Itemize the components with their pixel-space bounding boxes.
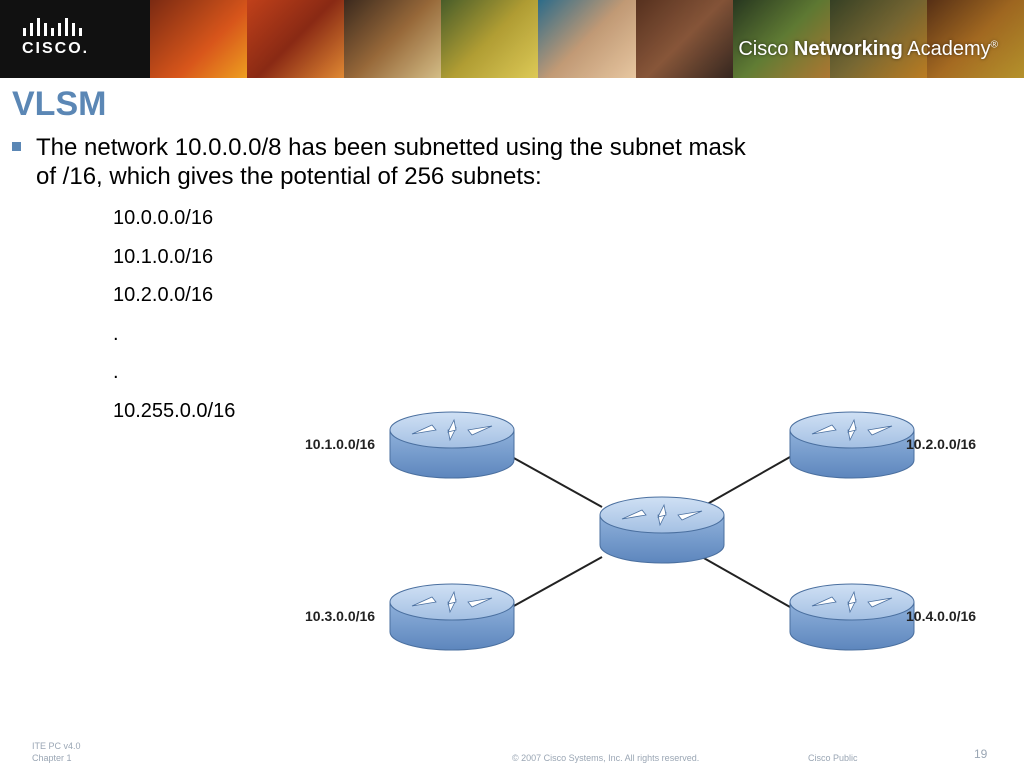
slide-title: VLSM xyxy=(12,85,107,123)
footer-course-info: ITE PC v4.0 Chapter 1 xyxy=(32,741,81,763)
router-icon xyxy=(789,411,915,479)
networking-academy-title: Cisco Networking Academy® xyxy=(738,38,998,60)
page-number: 19 xyxy=(974,747,988,761)
network-diagram: 10.1.0.0/16 10.2.0.0/16 10.3.0.0/16 10.4… xyxy=(305,411,976,651)
network-label: 10.4.0.0/16 xyxy=(906,608,976,624)
router-icon xyxy=(389,583,515,651)
subnet-item: 10.2.0.0/16 xyxy=(113,284,214,306)
subnet-ellipsis: . xyxy=(113,361,119,383)
subnet-item: 10.0.0.0/16 xyxy=(113,207,214,229)
router-icon xyxy=(389,411,515,479)
link-line xyxy=(511,556,603,608)
header-banner: CISCO. Cisco Networking Academy® xyxy=(0,0,1024,78)
bullet-square-icon xyxy=(12,142,21,151)
cisco-logo-bars-icon xyxy=(23,18,82,36)
network-label: 10.1.0.0/16 xyxy=(305,436,375,452)
router-icon xyxy=(599,496,725,564)
footer-copyright: © 2007 Cisco Systems, Inc. All rights re… xyxy=(512,753,700,763)
footer-classification: Cisco Public xyxy=(808,753,858,763)
link-line xyxy=(511,456,603,508)
link-line xyxy=(701,556,791,608)
bullet-text: The network 10.0.0.0/8 has been subnette… xyxy=(36,134,746,190)
network-label: 10.2.0.0/16 xyxy=(906,436,976,452)
cisco-logo-text: CISCO. xyxy=(22,40,90,57)
logo-area: CISCO. xyxy=(0,0,150,78)
network-label: 10.3.0.0/16 xyxy=(305,608,375,624)
banner-photo-strip xyxy=(150,0,1024,78)
subnet-item: 10.255.0.0/16 xyxy=(113,399,236,422)
subnet-list: 10.0.0.0/16 10.1.0.0/16 10.2.0.0/16 . . … xyxy=(113,202,235,433)
bullet-point: The network 10.0.0.0/8 has been subnette… xyxy=(12,133,892,191)
link-line xyxy=(701,456,791,508)
subnet-item: 10.1.0.0/16 xyxy=(113,245,214,268)
subnet-ellipsis: . xyxy=(113,322,119,345)
router-icon xyxy=(789,583,915,651)
